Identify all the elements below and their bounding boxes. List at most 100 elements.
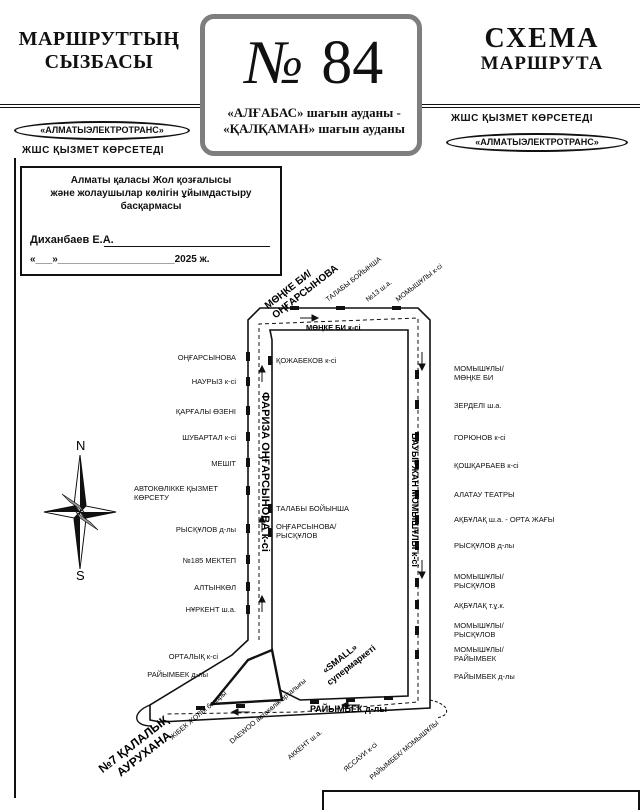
stop-marker: [246, 582, 250, 591]
stop-inner-1: ТАЛАБЫ БОЙЫНША: [276, 504, 350, 513]
stop-marker: [246, 605, 250, 614]
title-left-line2: СЫЗБАСЫ: [44, 51, 154, 73]
route-desc-line2: «ҚАЛҚАМАН» шағын ауданы: [223, 121, 405, 136]
stop-left-8: АЛТЫНКӨЛ: [194, 583, 236, 592]
route-number-sign: №: [244, 29, 304, 97]
route-path: [164, 317, 419, 715]
stop-marker: [415, 370, 419, 379]
stop-bottom-3: ЯССАУИ к-сі: [342, 741, 379, 774]
stop-left-7: №185 МЕКТЕП: [182, 556, 236, 565]
compass-south: S: [76, 568, 85, 583]
stop-left-11: РАЙЫМБЕК д-лы: [147, 670, 208, 679]
stop-marker: [236, 704, 245, 708]
header-rule-left-2: [0, 107, 200, 108]
stop-bottom-0: ЖІБЕК ЖОЛЫ базары: [168, 689, 228, 741]
stop-marker: [310, 700, 319, 704]
stop-marker: [415, 578, 419, 587]
stop-left-1: НАУРЫЗ к-сі: [191, 377, 236, 386]
bottom-box: [322, 790, 640, 810]
street-left: ФАРИЗА ОҢҒАРСЫНОВА к-сі: [259, 392, 271, 552]
approval-date: «___»_____________________2025 ж.: [30, 254, 210, 265]
arrow-icon: [418, 571, 426, 580]
stop-left-2: ҚАРҒАЛЫ ӨЗЕНІ: [175, 407, 236, 416]
stop-marker: [392, 306, 401, 310]
approval-org-line1: Алматы қаласы Жол қозғалысы: [70, 175, 232, 186]
compass-icon: [43, 454, 117, 570]
map-frame: [14, 158, 636, 798]
arrow-icon: [258, 594, 266, 603]
header-rule-left: [0, 104, 200, 105]
stop-right-9: МОМЫШҰЛЫ/ РЫСҚҰЛОВ: [454, 621, 504, 639]
stop-markers-right: [415, 370, 419, 659]
stop-marker: [246, 377, 250, 386]
stop-marker: [246, 458, 250, 467]
service-text-left: ЖШС ҚЫЗМЕТ КӨРСЕТЕДІ: [22, 145, 165, 156]
stop-left-9: НҰРКЕНТ ш.а.: [185, 605, 236, 614]
street-top: МӨҢКЕ БИ к-сі: [306, 323, 361, 332]
stop-marker: [290, 306, 299, 310]
stop-marker: [415, 626, 419, 635]
stop-right-8: АҚБҰЛАҚ т.ұ.к.: [454, 601, 505, 610]
stop-right-1: ЗЕРДЕЛІ ш.а.: [454, 401, 502, 410]
stop-right-2: ГОРЮНОВ к-сі: [454, 433, 506, 442]
street-bottom: РАЙЫМБЕК д-лы: [310, 703, 387, 714]
arrow-icon: [340, 701, 349, 709]
stop-right-5: АҚБҰЛАҚ ш.а. - ОРТА ЖАҒЫ: [454, 515, 555, 524]
title-right-line2: МАРШРУТА: [480, 53, 604, 74]
stop-right-11: РАЙЫМБЕК д-лы: [454, 672, 515, 681]
arrow-icon: [311, 314, 320, 322]
stop-marker: [268, 528, 272, 537]
approval-org: Алматы қаласы Жол қозғалысы және жолаушы…: [26, 174, 276, 213]
approval-box: Алматы қаласы Жол қозғалысы және жолаушы…: [20, 166, 282, 276]
stop-marker: [415, 600, 419, 609]
route-desc-line1: «АЛҒАБАС» шағын ауданы -: [227, 105, 401, 120]
stop-right-6: РЫСҚҰЛОВ д-лы: [454, 541, 515, 550]
terminus-label: №7 ҚАЛАЛЫҚ АУРУХАНА: [96, 712, 174, 779]
stop-marker: [415, 650, 419, 659]
header-rule-right-2: [422, 107, 640, 108]
stop-marker: [246, 486, 250, 495]
stop-marker: [346, 698, 355, 702]
stop-bottom-4: РАЙЫМБЕК/ МОМЫШҰЛЫ: [368, 718, 441, 781]
arrow-icon: [258, 514, 266, 523]
stop-left-4: МЕШІТ: [211, 459, 236, 468]
stop-marker: [246, 406, 250, 415]
operator-oval-left: «АЛМАТЫЭЛЕКТРОТРАНС»: [14, 121, 190, 140]
title-left-line1: МАРШРУТТЫҢ: [18, 28, 180, 50]
stop-marker: [415, 490, 419, 499]
stop-marker: [415, 400, 419, 409]
arrow-icon: [230, 708, 239, 716]
stop-left-10: ОРТАЛЫҚ к-сі: [168, 652, 218, 661]
terminus-loop: [136, 704, 153, 727]
operator-oval-right: «АЛМАТЫЭЛЕКТРОТРАНС»: [446, 133, 628, 152]
stop-marker: [246, 524, 250, 533]
stop-marker: [268, 356, 272, 365]
stop-marker: [196, 706, 205, 710]
stop-bottom-2: АККЕНТ ш.а.: [287, 729, 324, 762]
stop-inner-2: ОҢҒАРСЫНОВА/ РЫСҚҰЛОВ: [276, 522, 337, 540]
stop-right-4: АЛАТАУ ТЕАТРЫ: [454, 490, 515, 499]
stop-marker: [246, 555, 250, 564]
stop-markers-left: [246, 352, 272, 614]
supermarket-label: «SMALL» супермаркеті: [321, 642, 378, 687]
stop-marker: [415, 460, 419, 469]
approval-signer: Диханбаев Е.А.: [30, 234, 114, 246]
stop-marker: [246, 432, 250, 441]
traffic-island: [209, 648, 284, 706]
title-right-line1: СХЕМА: [484, 23, 600, 54]
route-number-value: 84: [321, 29, 384, 97]
service-text-right: ЖШС ҚЫЗМЕТ КӨРСЕТЕДІ: [451, 113, 594, 124]
stop-left-5: АВТОКӨЛІККЕ ҚЫЗМЕТ КӨРСЕТУ: [134, 484, 218, 502]
stop-left-3: ШУБАРТАЛ к-сі: [182, 433, 236, 442]
stop-marker: [415, 515, 419, 524]
title-left: МАРШРУТТЫҢ СЫЗБАСЫ: [8, 28, 190, 74]
stop-right-10: МОМЫШҰЛЫ/ РАЙЫМБЕК: [454, 645, 504, 663]
top-corner-label: МӨҢКЕ БИ/ ОҢҒАРСЫНОВА: [263, 263, 340, 321]
route-description: «АЛҒАБАС» шағын ауданы - «ҚАЛҚАМАН» шағы…: [209, 105, 419, 137]
stop-marker: [268, 504, 272, 513]
arrow-icon: [258, 364, 266, 373]
direction-arrows: [230, 314, 426, 716]
